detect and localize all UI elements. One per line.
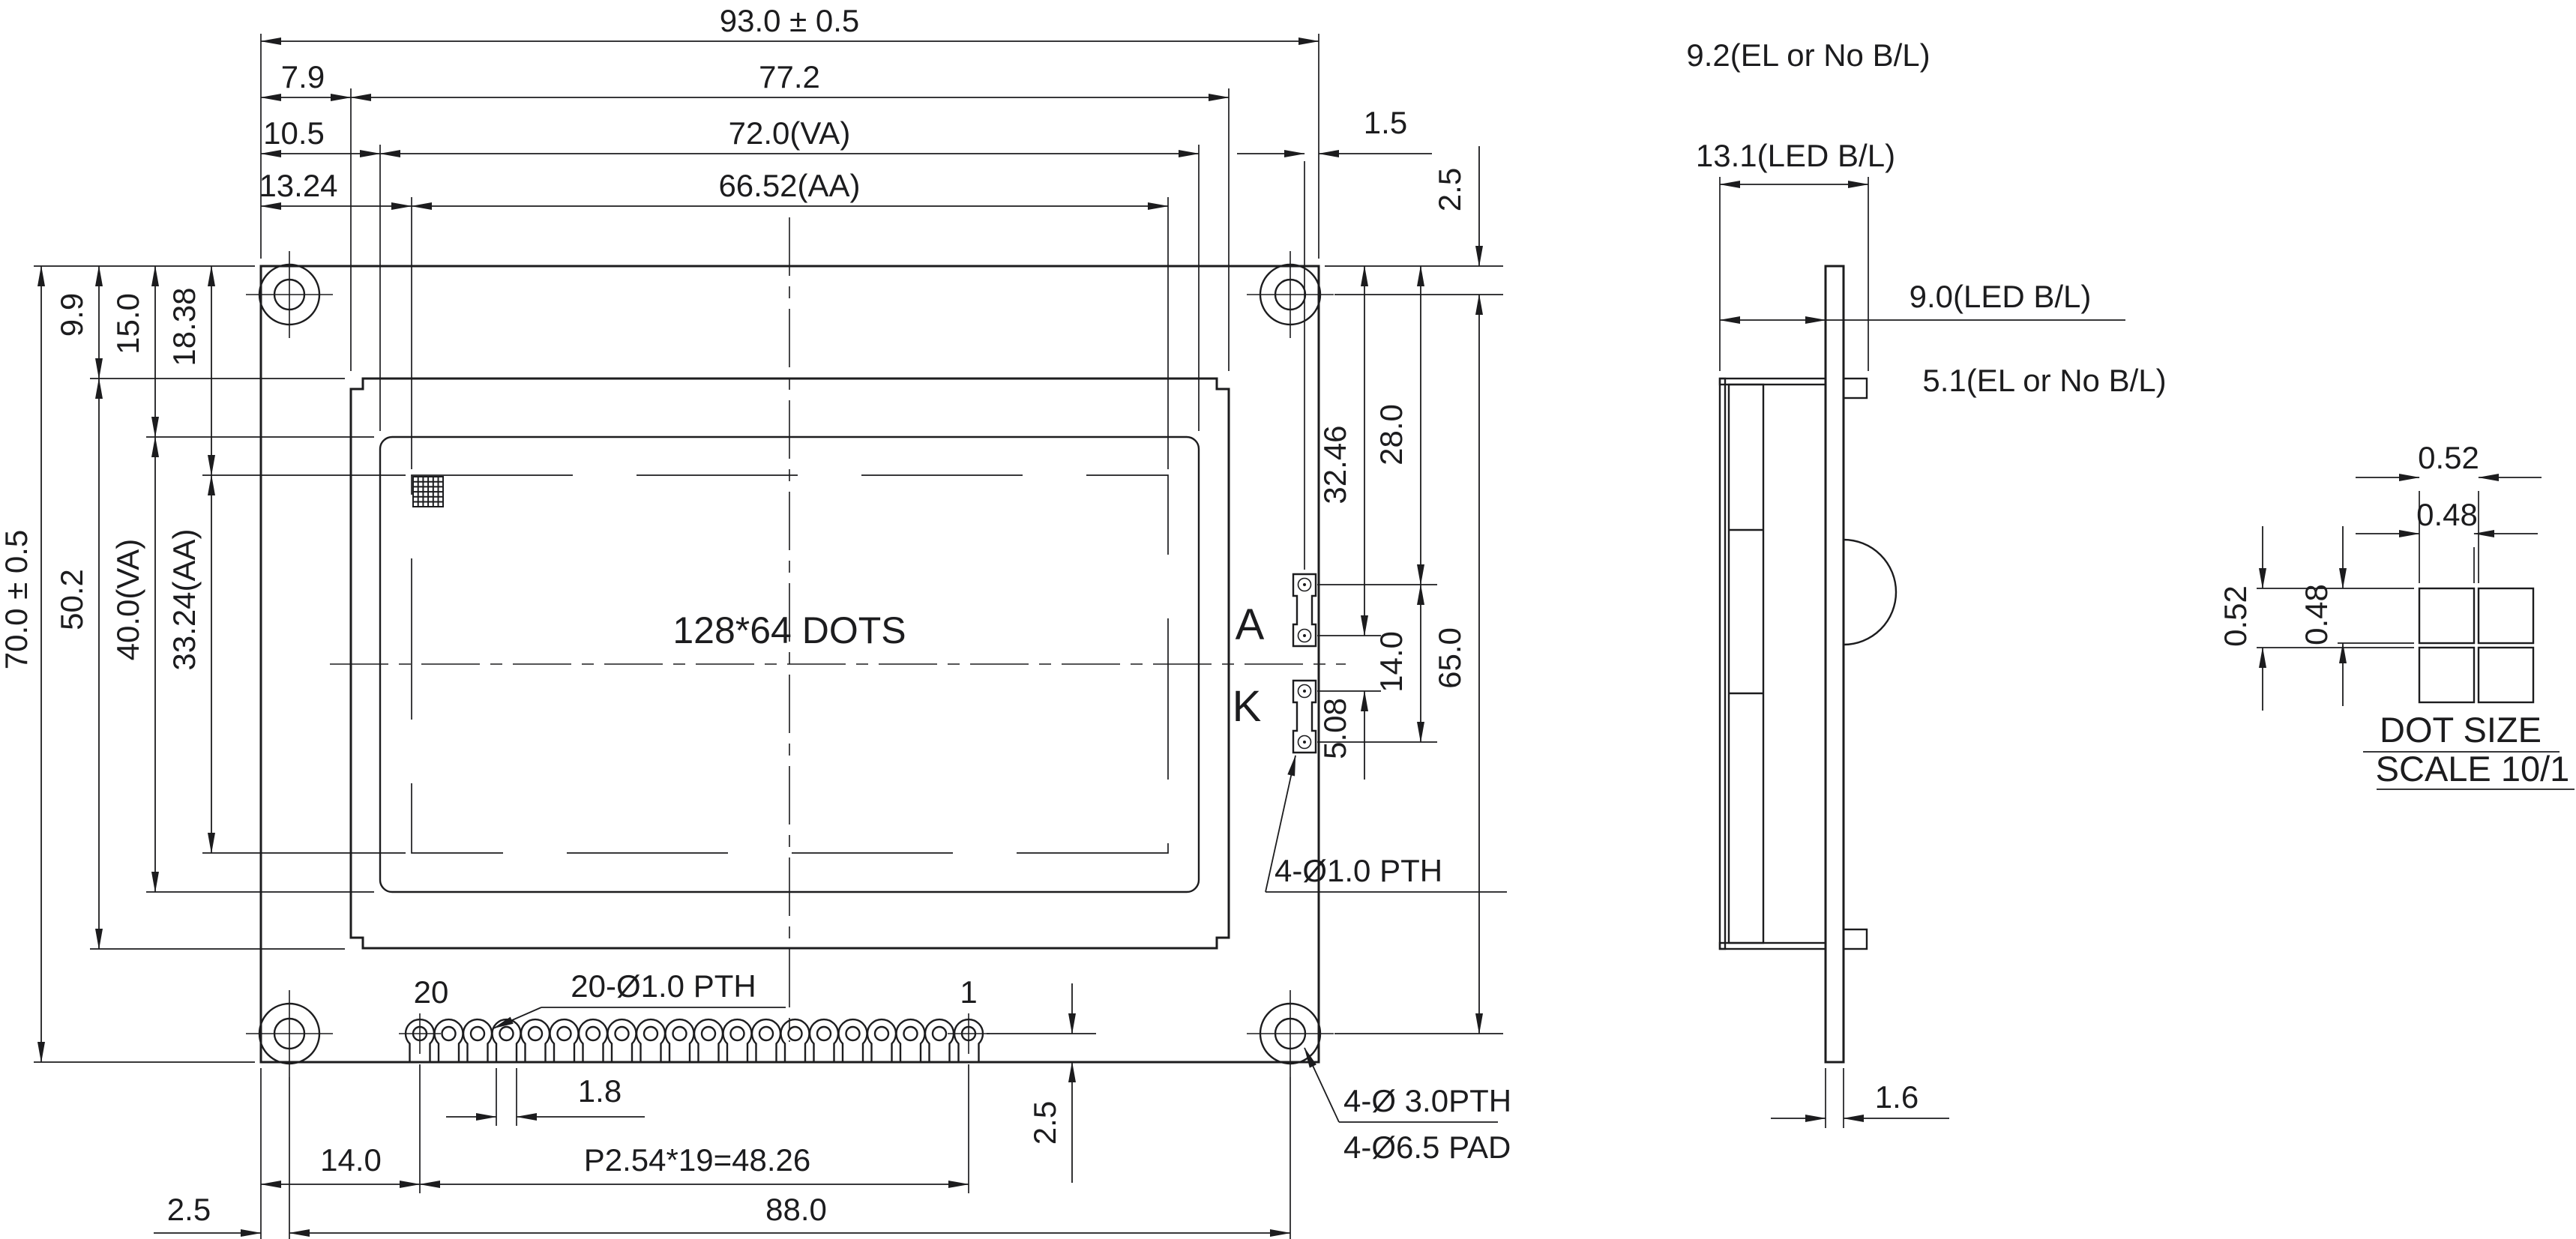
display-resolution-label: 128*64 DOTS bbox=[672, 609, 906, 651]
dim-hole-to-top-edge: 2.5 bbox=[1432, 168, 1467, 211]
dim-bezel-offset-y: 9.9 bbox=[54, 293, 89, 337]
side-pcb bbox=[1824, 265, 1845, 1064]
dim-mount-hole-span-h: 88.0 bbox=[765, 1192, 827, 1227]
dim-overall-width: 93.0 ± 0.5 bbox=[720, 3, 860, 38]
dim-bezel-offset-x: 7.9 bbox=[281, 59, 325, 94]
side-glass-stack bbox=[1727, 383, 1765, 944]
dim-stack-thickness-el: 5.1(EL or No B/L) bbox=[1922, 363, 2166, 398]
dim-va-offset-x: 10.5 bbox=[263, 115, 325, 151]
side-bezel-bottom-flange bbox=[1718, 941, 1827, 950]
dim-dot-size-x: 0.48 bbox=[2416, 497, 2478, 532]
dot-extension-lines bbox=[2257, 491, 2479, 648]
dim-top-to-a-top: 28.0 bbox=[1373, 404, 1409, 465]
pin-holes-callout: 20-Ø1.0 PTH bbox=[571, 968, 756, 1004]
callout-leaders bbox=[493, 755, 1507, 1123]
extension-lines bbox=[34, 34, 1503, 1239]
anode-label: A bbox=[1236, 600, 1265, 649]
side-dimension-lines bbox=[1719, 181, 2125, 1122]
dim-pad-width: 1.8 bbox=[578, 1073, 622, 1109]
dot-cell bbox=[2418, 646, 2476, 704]
pin-row bbox=[399, 1013, 990, 1064]
cathode-label: K bbox=[1233, 682, 1262, 731]
dim-bezel-width: 77.2 bbox=[759, 59, 820, 94]
dot-cell bbox=[2477, 646, 2535, 704]
dim-edge-to-pin20: 14.0 bbox=[320, 1142, 382, 1178]
dot-cell bbox=[2418, 587, 2476, 645]
dot-dimension-lines bbox=[2259, 474, 2542, 711]
dot-detail-scale: SCALE 10/1 bbox=[2376, 749, 2570, 789]
pin20-label: 20 bbox=[414, 974, 449, 1010]
side-bezel-claw-top bbox=[1842, 377, 1868, 400]
dim-va-width: 72.0(VA) bbox=[729, 115, 851, 151]
pin1-label: 1 bbox=[960, 974, 977, 1010]
dim-top-to-a-bottom: 32.46 bbox=[1317, 425, 1352, 504]
bezel-outline bbox=[349, 377, 1230, 950]
side-view: 9.2(EL or No B/L) 13.1(LED B/L) 9.0(LED … bbox=[1686, 37, 2167, 1128]
terminal-holes-callout: 4-Ø1.0 PTH bbox=[1275, 853, 1442, 888]
dot-cell bbox=[2477, 587, 2535, 645]
dot-marker-hatch bbox=[412, 476, 444, 507]
mounting-hole-top-right bbox=[1245, 250, 1335, 340]
side-backlight-bulge bbox=[1843, 538, 1898, 646]
mounting-hole-bottom-left bbox=[244, 989, 334, 1079]
backlight-terminal-a bbox=[1292, 573, 1317, 648]
dim-pin-row-to-edge: 2.5 bbox=[1027, 1101, 1062, 1145]
dim-total-thickness-led: 13.1(LED B/L) bbox=[1696, 138, 1895, 173]
side-bezel-top-flange bbox=[1718, 377, 1827, 386]
dim-terminal-to-edge: 1.5 bbox=[1364, 105, 1407, 140]
dim-va-height: 40.0(VA) bbox=[110, 539, 145, 661]
dim-aa-offset-y: 18.38 bbox=[166, 287, 202, 366]
front-view: 93.0 ± 0.5 7.9 77.2 10.5 72.0(VA) 13.24 … bbox=[0, 3, 1511, 1239]
dimension-lines bbox=[37, 37, 1483, 1237]
mount-pad-callout: 4-Ø6.5 PAD bbox=[1343, 1130, 1511, 1165]
dim-dot-pitch-y: 0.52 bbox=[2218, 585, 2253, 647]
dim-total-thickness-el: 9.2(EL or No B/L) bbox=[1686, 37, 1930, 73]
side-bezel-claw-bottom bbox=[1842, 928, 1868, 950]
dim-aa-height: 33.24(AA) bbox=[166, 528, 202, 670]
dim-aa-width: 66.52(AA) bbox=[718, 168, 860, 203]
dim-stack-thickness-led: 9.0(LED B/L) bbox=[1910, 279, 2092, 314]
dim-overall-height: 70.0 ± 0.5 bbox=[0, 530, 34, 670]
mount-hole-callout: 4-Ø 3.0PTH bbox=[1343, 1083, 1511, 1118]
side-bezel-face bbox=[1718, 377, 1727, 950]
dim-mount-hole-span-v: 65.0 bbox=[1432, 627, 1467, 689]
mounting-hole-bottom-right bbox=[1245, 989, 1335, 1079]
dim-dot-size-y: 0.48 bbox=[2299, 584, 2334, 645]
dim-dot-pitch-x: 0.52 bbox=[2418, 440, 2479, 475]
dim-k-hole-pitch: 5.08 bbox=[1317, 698, 1352, 759]
dim-edge-to-hole: 2.5 bbox=[167, 1192, 211, 1227]
mounting-hole-top-left bbox=[244, 250, 334, 340]
dim-bezel-height: 50.2 bbox=[54, 569, 89, 630]
dim-va-offset-y: 15.0 bbox=[110, 293, 145, 355]
dim-pcb-thickness: 1.6 bbox=[1875, 1079, 1919, 1115]
dot-detail-title: DOT SIZE bbox=[2380, 710, 2542, 750]
dim-aa-offset-x: 13.24 bbox=[259, 168, 337, 203]
dot-size-detail: 0.52 0.48 0.52 0.48 DOT SIZE SCALE 10/1 bbox=[2218, 440, 2575, 790]
backlight-terminal-k bbox=[1292, 679, 1317, 754]
dim-pin-pitch-total: P2.54*19=48.26 bbox=[584, 1142, 810, 1178]
dim-a-to-k-span: 14.0 bbox=[1373, 631, 1409, 693]
